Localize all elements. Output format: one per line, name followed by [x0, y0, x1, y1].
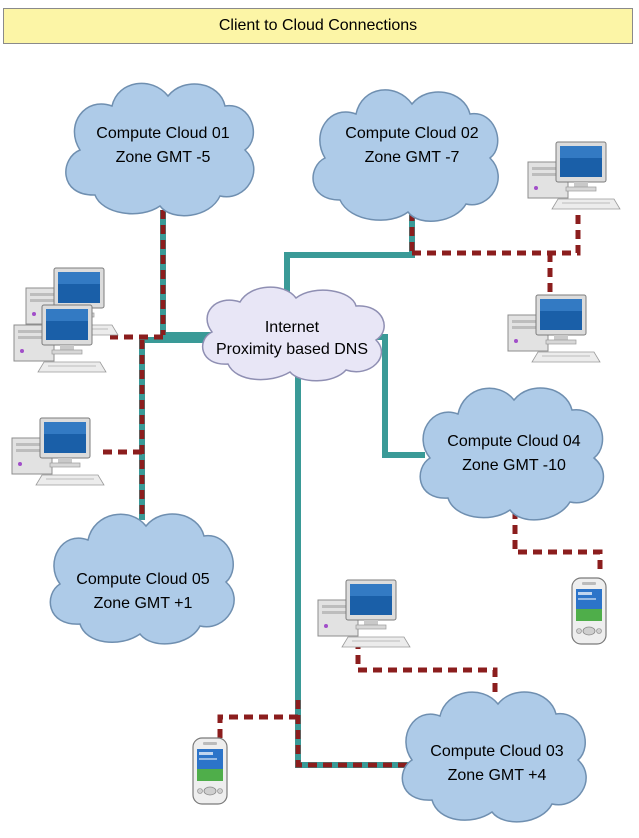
dns-label: Proximity based DNS — [216, 341, 368, 358]
backbone-link-cloud03 — [295, 362, 410, 768]
cloud-name-label: Compute Cloud 05 — [76, 571, 210, 588]
pda-handheld-icon — [571, 577, 607, 645]
client-link-cloud04-pda — [512, 510, 603, 575]
desktop-computer-icon — [507, 294, 601, 363]
client-link-cloud03-dash — [295, 700, 410, 768]
compute-cloud-04: Compute Cloud 04 Zone GMT -10 — [419, 387, 605, 521]
backbone-link-cloud02 — [284, 212, 415, 300]
pda-handheld-icon — [192, 737, 228, 805]
backbone-link-cloud05 — [139, 337, 222, 520]
compute-cloud-05: Compute Cloud 05 Zone GMT +1 — [49, 513, 235, 645]
desktop-computer-icon — [317, 579, 411, 648]
cloud-zone-label: Zone GMT +1 — [94, 595, 193, 612]
compute-cloud-02: Compute Cloud 02 Zone GMT -7 — [312, 89, 499, 222]
cloud-zone-label: Zone GMT -5 — [116, 149, 211, 166]
client-link-pda-left — [217, 714, 298, 740]
internet-label: Internet — [265, 319, 320, 336]
desktop-computer-icon — [527, 141, 621, 210]
diagram-title: Client to Cloud Connections — [3, 8, 633, 44]
cloud-name-label: Compute Cloud 04 — [447, 433, 581, 450]
cloud-name-label: Compute Cloud 01 — [96, 125, 230, 142]
cloud-name-label: Compute Cloud 02 — [345, 125, 479, 142]
cloud-name-label: Compute Cloud 03 — [430, 743, 564, 760]
compute-cloud-01: Compute Cloud 01 Zone GMT -5 — [65, 82, 255, 217]
cloud-zone-label: Zone GMT -7 — [365, 149, 460, 166]
desktop-computer-icon — [11, 417, 105, 486]
cloud-zone-label: Zone GMT -10 — [462, 457, 566, 474]
internet-cloud: Internet Proximity based DNS — [202, 286, 385, 382]
client-links — [98, 195, 603, 768]
compute-cloud-03: Compute Cloud 03 Zone GMT +4 — [401, 691, 587, 823]
client-link-desktop-bottom — [355, 640, 498, 692]
client-link-cloud02-clients — [412, 195, 581, 256]
cloud-zone-label: Zone GMT +4 — [448, 767, 547, 784]
